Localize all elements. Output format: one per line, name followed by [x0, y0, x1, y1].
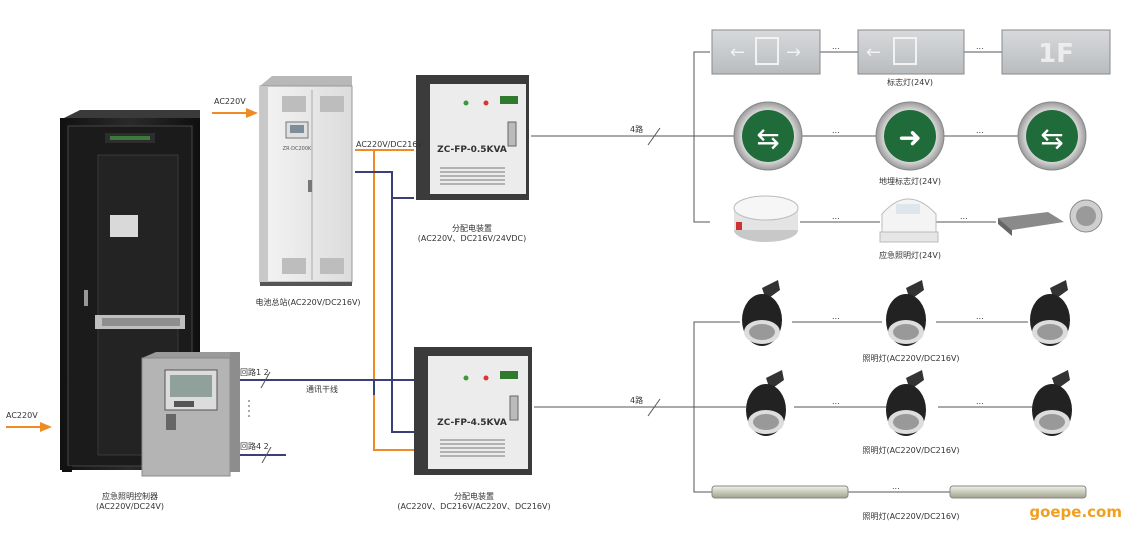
- spotlight: [886, 280, 926, 346]
- sign-lamp-label: 标志灯(24V): [887, 78, 933, 87]
- ellipsis: ...: [832, 312, 840, 321]
- exit-sign-2: ←: [857, 29, 965, 75]
- comm-trunk-label: 通讯干线: [306, 385, 338, 394]
- wire-count-mark: [261, 446, 272, 464]
- arrow-icon: [40, 422, 52, 432]
- branch-count-bottom: 4路: [630, 396, 644, 405]
- dist-top-model: ZC-FP-0.5KVA: [437, 145, 507, 155]
- distribution-box-top: [416, 75, 529, 200]
- emergency-lamp-2: [879, 198, 939, 243]
- dist-top-caption: 分配电装置 (AC220V、DC216V/24VDC): [392, 224, 552, 244]
- ac-input-top-label: AC220V: [214, 97, 246, 106]
- cabinet-caption-line1: 应急照明控制器: [102, 492, 158, 501]
- arrow-icon: [246, 108, 258, 118]
- spotlight: [1030, 280, 1070, 346]
- loop-1-2-label: 回路1 2: [240, 368, 269, 377]
- ellipsis: ...: [960, 212, 968, 221]
- wire-count-mark: [260, 371, 271, 389]
- ellipsis: ...: [976, 126, 984, 135]
- cabinet-caption: 应急照明控制器 (AC220V/DC24V): [75, 492, 185, 512]
- emergency-lamp-3: [998, 199, 1103, 236]
- emergency-lamp-1: [733, 195, 799, 242]
- fluorescent-tube-2: [949, 485, 1087, 499]
- svg-text:→: →: [786, 42, 801, 63]
- battery-station: [259, 76, 353, 286]
- spotlight: [742, 280, 782, 346]
- branch-bus-top: [531, 51, 1020, 223]
- lighting-row-2: [746, 370, 1072, 436]
- ellipsis: ...: [892, 482, 900, 491]
- lighting-row-1: [742, 280, 1070, 346]
- floor-sign: 1F: [1001, 29, 1111, 75]
- distribution-box-bottom: [414, 347, 532, 475]
- dist-bottom-model: ZC-FP-4.5KVA: [437, 418, 507, 428]
- battery-station-caption: 电池总站(AC220V/DC216V): [255, 298, 361, 307]
- lighting-label-2: 照明灯(AC220V/DC216V): [862, 446, 960, 455]
- floor-sign-lamp-1: ⇆: [733, 101, 803, 171]
- ellipsis: ...: [832, 212, 840, 221]
- fluorescent-tube-1: [711, 485, 849, 499]
- svg-text:⇆: ⇆: [756, 122, 779, 155]
- svg-text:⇆: ⇆: [1040, 122, 1063, 155]
- ellipsis: ...: [832, 397, 840, 406]
- watermark: goepe.com: [1029, 503, 1122, 521]
- svg-text:←: ←: [730, 42, 745, 63]
- dist-top-caption-line2: (AC220V、DC216V/24VDC): [417, 234, 527, 243]
- svg-text:➜: ➜: [898, 121, 921, 154]
- svg-text:←: ←: [866, 42, 881, 63]
- cabinet-caption-line2: (AC220V/DC24V): [96, 502, 164, 511]
- dist-bottom-caption: 分配电装置 (AC220V、DC216V/AC220V、DC216V): [382, 492, 566, 512]
- branch-bus-bottom: [534, 321, 1034, 493]
- ellipsis: ...: [832, 126, 840, 135]
- spotlight: [746, 370, 786, 436]
- spotlight: [886, 370, 926, 436]
- floor-sign-lamp-2: ➜: [875, 101, 945, 171]
- dist-bottom-caption-line1: 分配电装置: [454, 492, 494, 501]
- ellipsis: ...: [832, 42, 840, 51]
- ellipsis: ...: [976, 312, 984, 321]
- ac-input-left-label: AC220V: [6, 411, 38, 420]
- ellipsis: ...: [976, 397, 984, 406]
- dc-wires: [240, 171, 414, 456]
- spotlight: [1032, 370, 1072, 436]
- emergency-lamp-label: 应急照明灯(24V): [879, 251, 941, 260]
- lighting-label-3: 照明灯(AC220V/DC216V): [862, 512, 960, 521]
- dist-bottom-caption-line2: (AC220V、DC216V/AC220V、DC216V): [397, 502, 551, 511]
- floor-sign-lamp-3: ⇆: [1017, 101, 1087, 171]
- branch-count-top: 4路: [630, 125, 644, 134]
- wall-controller: [141, 352, 240, 477]
- exit-sign-1: ← →: [711, 29, 821, 75]
- lighting-label-1: 照明灯(AC220V/DC216V): [862, 354, 960, 363]
- bus-label: AC220V/DC216V: [356, 140, 423, 149]
- station-panel-logo: ZR·DC200K: [283, 146, 312, 152]
- floor-number: 1F: [1038, 39, 1074, 69]
- wiring: [6, 51, 1034, 493]
- loop-4-2-label: 回路4 2: [240, 442, 269, 451]
- vent-slots: [440, 439, 505, 457]
- dist-top-caption-line1: 分配电装置: [452, 224, 492, 233]
- vent-slots: [440, 167, 505, 185]
- floor-sign-lamp-label: 地埋标志灯(24V): [879, 177, 941, 186]
- ellipsis: ...: [976, 42, 984, 51]
